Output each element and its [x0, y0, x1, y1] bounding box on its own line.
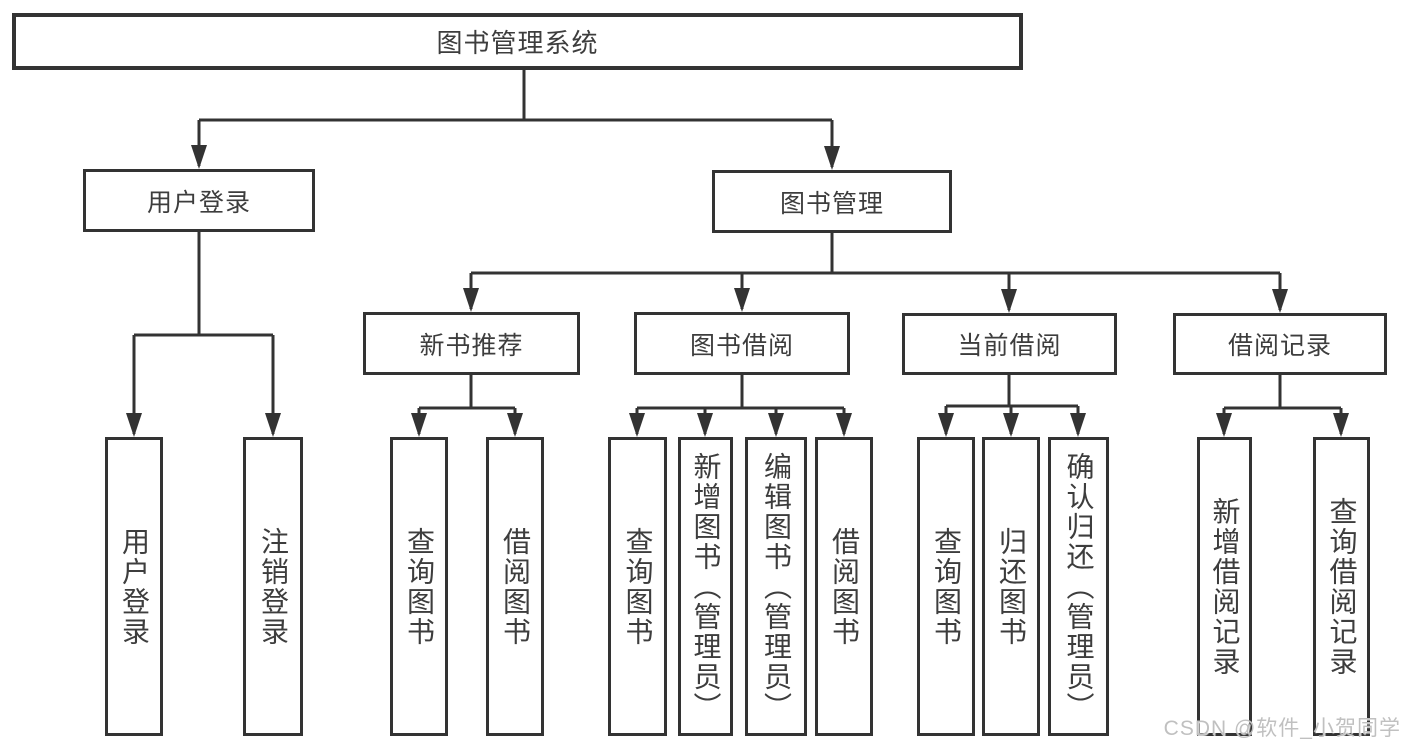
- node-book-management: 图书管理: [712, 170, 952, 233]
- connector-bookmgmt-to-level3: [469, 233, 1282, 310]
- arrow-down-icon: [265, 413, 281, 437]
- arrow-down-icon: [1070, 413, 1086, 437]
- node-label: 当前借阅: [957, 332, 1062, 360]
- connector-group: [132, 70, 1343, 434]
- node-borrowing-records: 借阅记录: [1173, 313, 1387, 375]
- leaf-label: 新增图书（管理员）: [690, 451, 722, 722]
- leaf-label: 确认归还（管理员）: [1063, 451, 1095, 722]
- connector-userlogin-to-leaves: [132, 232, 275, 434]
- leaf-borrow-books-1: 借阅图书: [486, 437, 544, 736]
- leaf-query-books-1: 查询图书: [390, 437, 448, 736]
- node-label: 图书管理: [779, 189, 884, 218]
- connector-currentborrow-to-leaves: [944, 375, 1080, 434]
- arrow-down-icon: [697, 413, 713, 437]
- leaf-user-login: 用户登录: [105, 437, 163, 736]
- arrow-down-icon: [126, 413, 142, 437]
- node-label: 借阅记录: [1227, 332, 1332, 360]
- arrow-down-icon: [824, 146, 840, 170]
- arrow-down-icon: [1272, 289, 1288, 313]
- connector-bookborrow-to-leaves: [635, 375, 846, 434]
- node-root: 图书管理系统: [12, 13, 1023, 70]
- arrow-down-icon: [734, 288, 750, 312]
- node-current-borrowing: 当前借阅: [902, 313, 1117, 375]
- leaf-label: 新增借阅记录: [1209, 496, 1241, 677]
- node-label: 用户登录: [146, 188, 251, 217]
- connector-root-to-level2: [197, 70, 834, 167]
- node-label: 图书管理系统: [436, 28, 599, 58]
- leaf-query-books-3: 查询图书: [917, 437, 975, 736]
- connector-newbookrec-to-leaves: [417, 375, 517, 434]
- arrow-down-icon: [463, 288, 479, 312]
- connector-borrowrecords-to-leaves: [1222, 375, 1343, 434]
- node-user-login: 用户登录: [83, 169, 315, 232]
- leaf-add-borrow-record: 新增借阅记录: [1197, 437, 1252, 736]
- arrow-down-icon: [1333, 413, 1349, 437]
- node-label: 图书借阅: [689, 331, 794, 360]
- arrow-down-icon: [191, 145, 207, 169]
- leaf-label: 借阅图书: [500, 526, 531, 647]
- leaf-label: 编辑图书（管理员）: [761, 451, 792, 722]
- arrow-down-icon: [836, 413, 852, 437]
- leaf-label: 查询图书: [622, 526, 654, 647]
- leaf-borrow-books-2: 借阅图书: [815, 437, 873, 736]
- node-label: 新书推荐: [419, 331, 524, 360]
- arrow-down-icon: [507, 413, 523, 437]
- leaf-edit-book-admin: 编辑图书（管理员）: [745, 437, 807, 736]
- arrow-down-icon: [938, 413, 954, 437]
- node-book-borrowing: 图书借阅: [634, 312, 850, 375]
- leaf-confirm-return-admin: 确认归还（管理员）: [1048, 437, 1109, 736]
- arrow-down-icon: [1001, 289, 1017, 313]
- leaf-label: 用户登录: [119, 526, 150, 647]
- leaf-query-books-2: 查询图书: [608, 437, 667, 736]
- arrow-down-icon: [629, 413, 645, 437]
- leaf-label: 注销登录: [258, 526, 289, 647]
- leaf-logout: 注销登录: [243, 437, 303, 736]
- leaf-label: 查询图书: [404, 526, 435, 647]
- node-new-book-recommend: 新书推荐: [363, 312, 580, 375]
- csdn-watermark: CSDN @软件_小贺同学: [1163, 717, 1401, 740]
- leaf-label: 借阅图书: [829, 526, 860, 647]
- leaf-label: 归还图书: [996, 526, 1027, 647]
- arrow-down-icon: [411, 413, 427, 437]
- leaf-label: 查询借阅记录: [1326, 496, 1358, 677]
- arrow-down-icon: [768, 413, 784, 437]
- arrow-down-icon: [1003, 413, 1019, 437]
- leaf-add-book-admin: 新增图书（管理员）: [678, 437, 733, 736]
- leaf-label: 查询图书: [931, 526, 962, 647]
- leaf-return-books: 归还图书: [982, 437, 1040, 736]
- arrow-down-icon: [1216, 413, 1232, 437]
- leaf-query-borrow-record: 查询借阅记录: [1313, 437, 1370, 736]
